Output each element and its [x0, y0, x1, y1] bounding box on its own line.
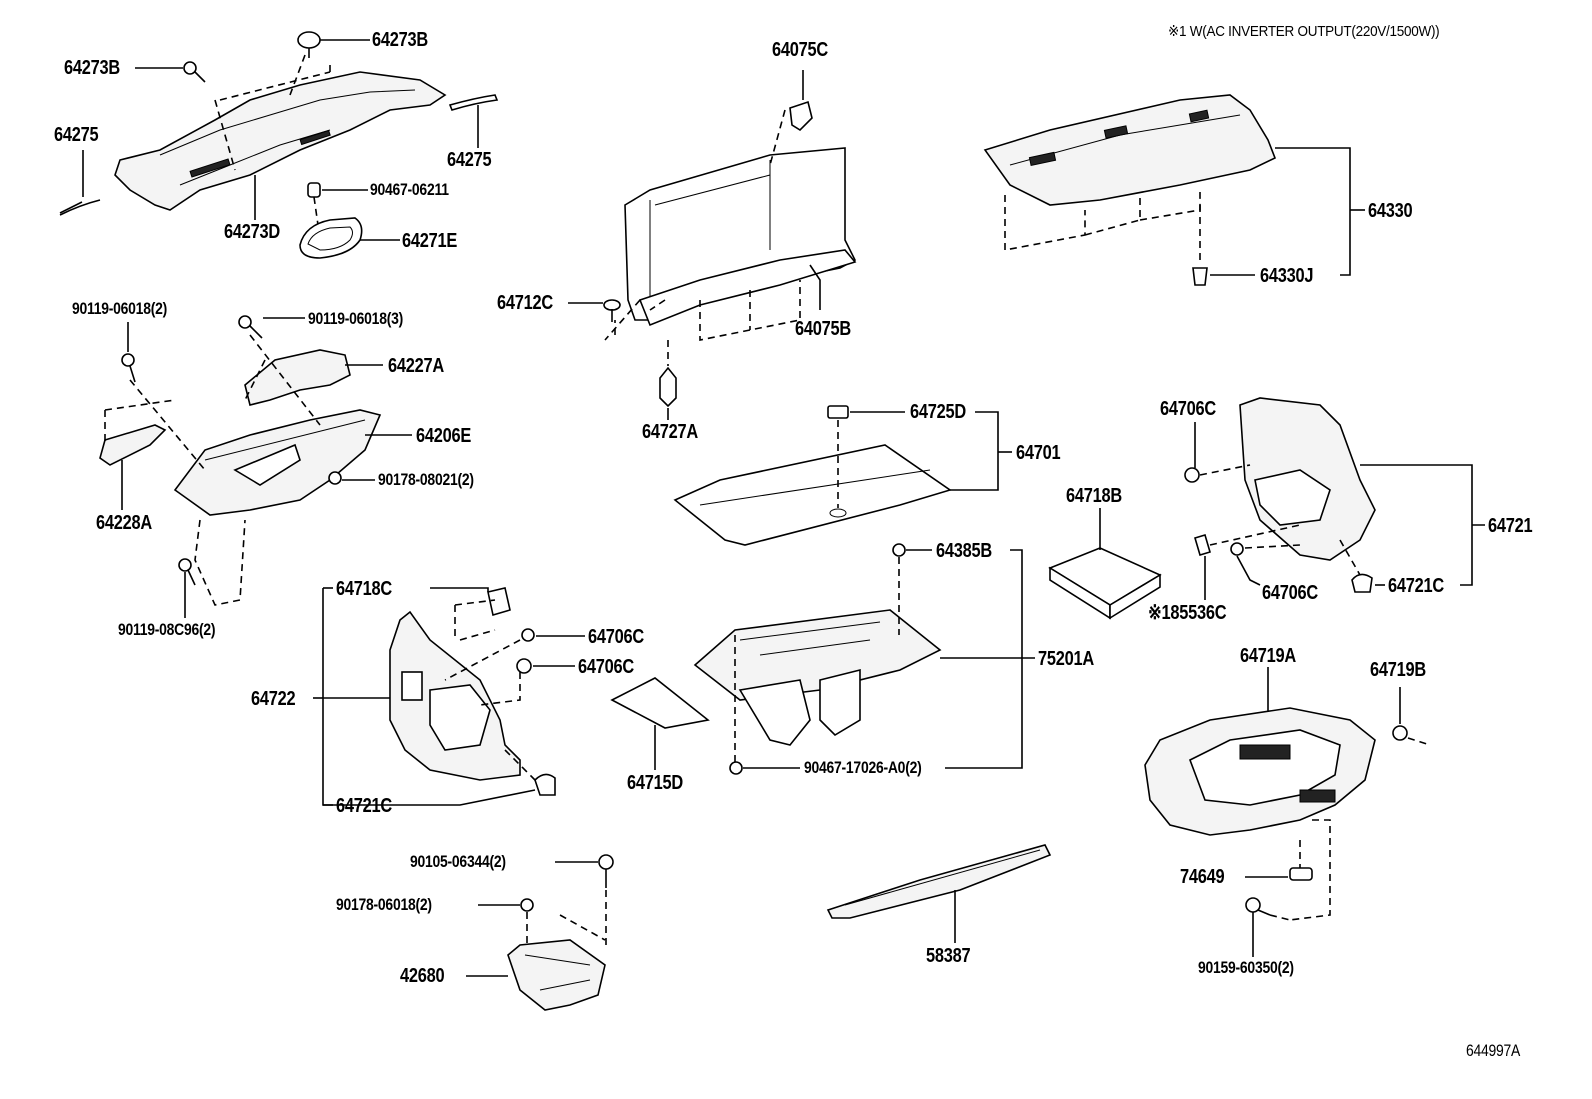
part-64227a-bracket [244, 349, 351, 406]
clip-64385b [892, 543, 906, 557]
part-64722-side-trim [389, 610, 521, 781]
bolt-90105-06344 [598, 854, 614, 888]
sheet-64715d [610, 677, 710, 729]
label-74649: 74649 [1180, 866, 1225, 888]
grommet-64271e [299, 217, 363, 259]
part-64075b-cover [624, 147, 857, 327]
label-90467-06211: 90467-06211 [370, 180, 449, 199]
clip-64721c-left [534, 773, 556, 796]
bolt-90119-06018-3 [238, 315, 263, 339]
pad-64727a [659, 366, 677, 408]
part-64701-mat [673, 444, 952, 546]
label-90119-08c96: 90119-08C96(2) [118, 620, 216, 639]
clip-64721c-right [1351, 573, 1373, 593]
label-64715d: 64715D [627, 772, 683, 794]
clip-90467-06211 [307, 182, 321, 226]
part-64206e-panel [173, 409, 382, 516]
label-64719a: 64719A [1240, 645, 1296, 667]
box-64718b [1048, 547, 1162, 620]
hook-64725d [827, 405, 849, 419]
label-90178-08021: 90178-08021(2) [378, 470, 474, 489]
label-64227a: 64227A [388, 355, 444, 377]
label-90119-06018-2: 90119-06018(2) [72, 299, 168, 318]
label-64330: 64330 [1368, 200, 1413, 222]
label-64712c: 64712C [497, 292, 553, 314]
label-64721c-left: 64721C [336, 795, 392, 817]
label-90178-06018: 90178-06018(2) [336, 895, 432, 914]
label-64273b-left: 64273B [64, 57, 120, 79]
label-64721: 64721 [1488, 515, 1533, 537]
label-58387: 58387 [926, 945, 971, 967]
trim-64275-right [448, 94, 499, 111]
clip-85536c [1194, 534, 1211, 556]
label-64275-left: 64275 [54, 124, 99, 146]
label-64719b: 64719B [1370, 659, 1426, 681]
clip-64706c-left-2 [516, 658, 532, 674]
clip-64273b-top [297, 31, 321, 58]
label-64706c-left-1: 64706C [588, 626, 644, 648]
screw-64273b-left [183, 61, 206, 83]
clip-64706c-right-mid [1230, 542, 1244, 556]
bolt-90467-17026 [729, 761, 743, 775]
label-64228a: 64228A [96, 512, 152, 534]
trim-64275-left [59, 199, 101, 216]
label-90105-06344: 90105-06344(2) [410, 852, 506, 871]
label-64273d: 64273D [224, 221, 280, 243]
label-85536c: ※185536C [1148, 602, 1227, 624]
clip-64706c-left-1 [521, 628, 535, 642]
clip-64719b [1392, 725, 1408, 741]
part-64273d-panel [114, 71, 447, 211]
part-64228a-bracket [99, 424, 167, 466]
part-64330-tonneau [983, 94, 1277, 206]
label-64271e: 64271E [402, 230, 458, 252]
nut-90178-08021 [328, 471, 342, 485]
part-64719a-back-trim [1144, 707, 1376, 836]
label-64718c: 64718C [336, 578, 392, 600]
label-64275-right: 64275 [447, 149, 492, 171]
part-58387-sill [826, 844, 1052, 919]
bolt-90119-08c96 [178, 558, 196, 586]
label-64385b: 64385B [936, 540, 992, 562]
part-64721-side-trim [1239, 397, 1376, 561]
label-64075b: 64075B [795, 318, 851, 340]
label-90159-60350: 90159-60350(2) [1198, 958, 1294, 977]
label-64206e: 64206E [416, 425, 472, 447]
label-64725d: 64725D [910, 401, 966, 423]
part-42680-bracket [507, 939, 606, 1011]
label-64701: 64701 [1016, 442, 1061, 464]
label-64330j: 64330J [1260, 265, 1314, 287]
label-64706c-right-mid: 64706C [1262, 582, 1318, 604]
label-64718b: 64718B [1066, 485, 1122, 507]
part-75201a-floor [693, 609, 942, 746]
label-75201a: 75201A [1038, 648, 1094, 670]
label-64273b-top: 64273B [372, 29, 428, 51]
footer-code: 644997A [1466, 1041, 1521, 1060]
bolt-90159-60350 [1245, 897, 1271, 916]
label-90467-17026: 90467-17026-A0(2) [804, 758, 922, 777]
nut-90178-06018 [520, 898, 534, 912]
clip-64330j [1192, 267, 1208, 286]
label-64075c: 64075C [772, 39, 828, 61]
label-64706c-left-2: 64706C [578, 656, 634, 678]
clip-64706c-right-top [1184, 467, 1200, 483]
label-64721c-right: 64721C [1388, 575, 1444, 597]
bolt-90119-06018-2 [121, 353, 136, 383]
header-note: ※1 W(AC INVERTER OUTPUT(220V/1500W)) [1168, 23, 1440, 40]
clip-64718c [487, 587, 511, 617]
label-64722: 64722 [251, 688, 296, 710]
label-42680: 42680 [400, 965, 445, 987]
label-64706c-right-top: 64706C [1160, 398, 1216, 420]
clip-64712c [603, 299, 621, 322]
clip-64075c [789, 100, 813, 132]
label-90119-06018-3: 90119-06018(3) [308, 309, 404, 328]
clip-74649 [1289, 867, 1313, 881]
label-64727a: 64727A [642, 421, 698, 443]
